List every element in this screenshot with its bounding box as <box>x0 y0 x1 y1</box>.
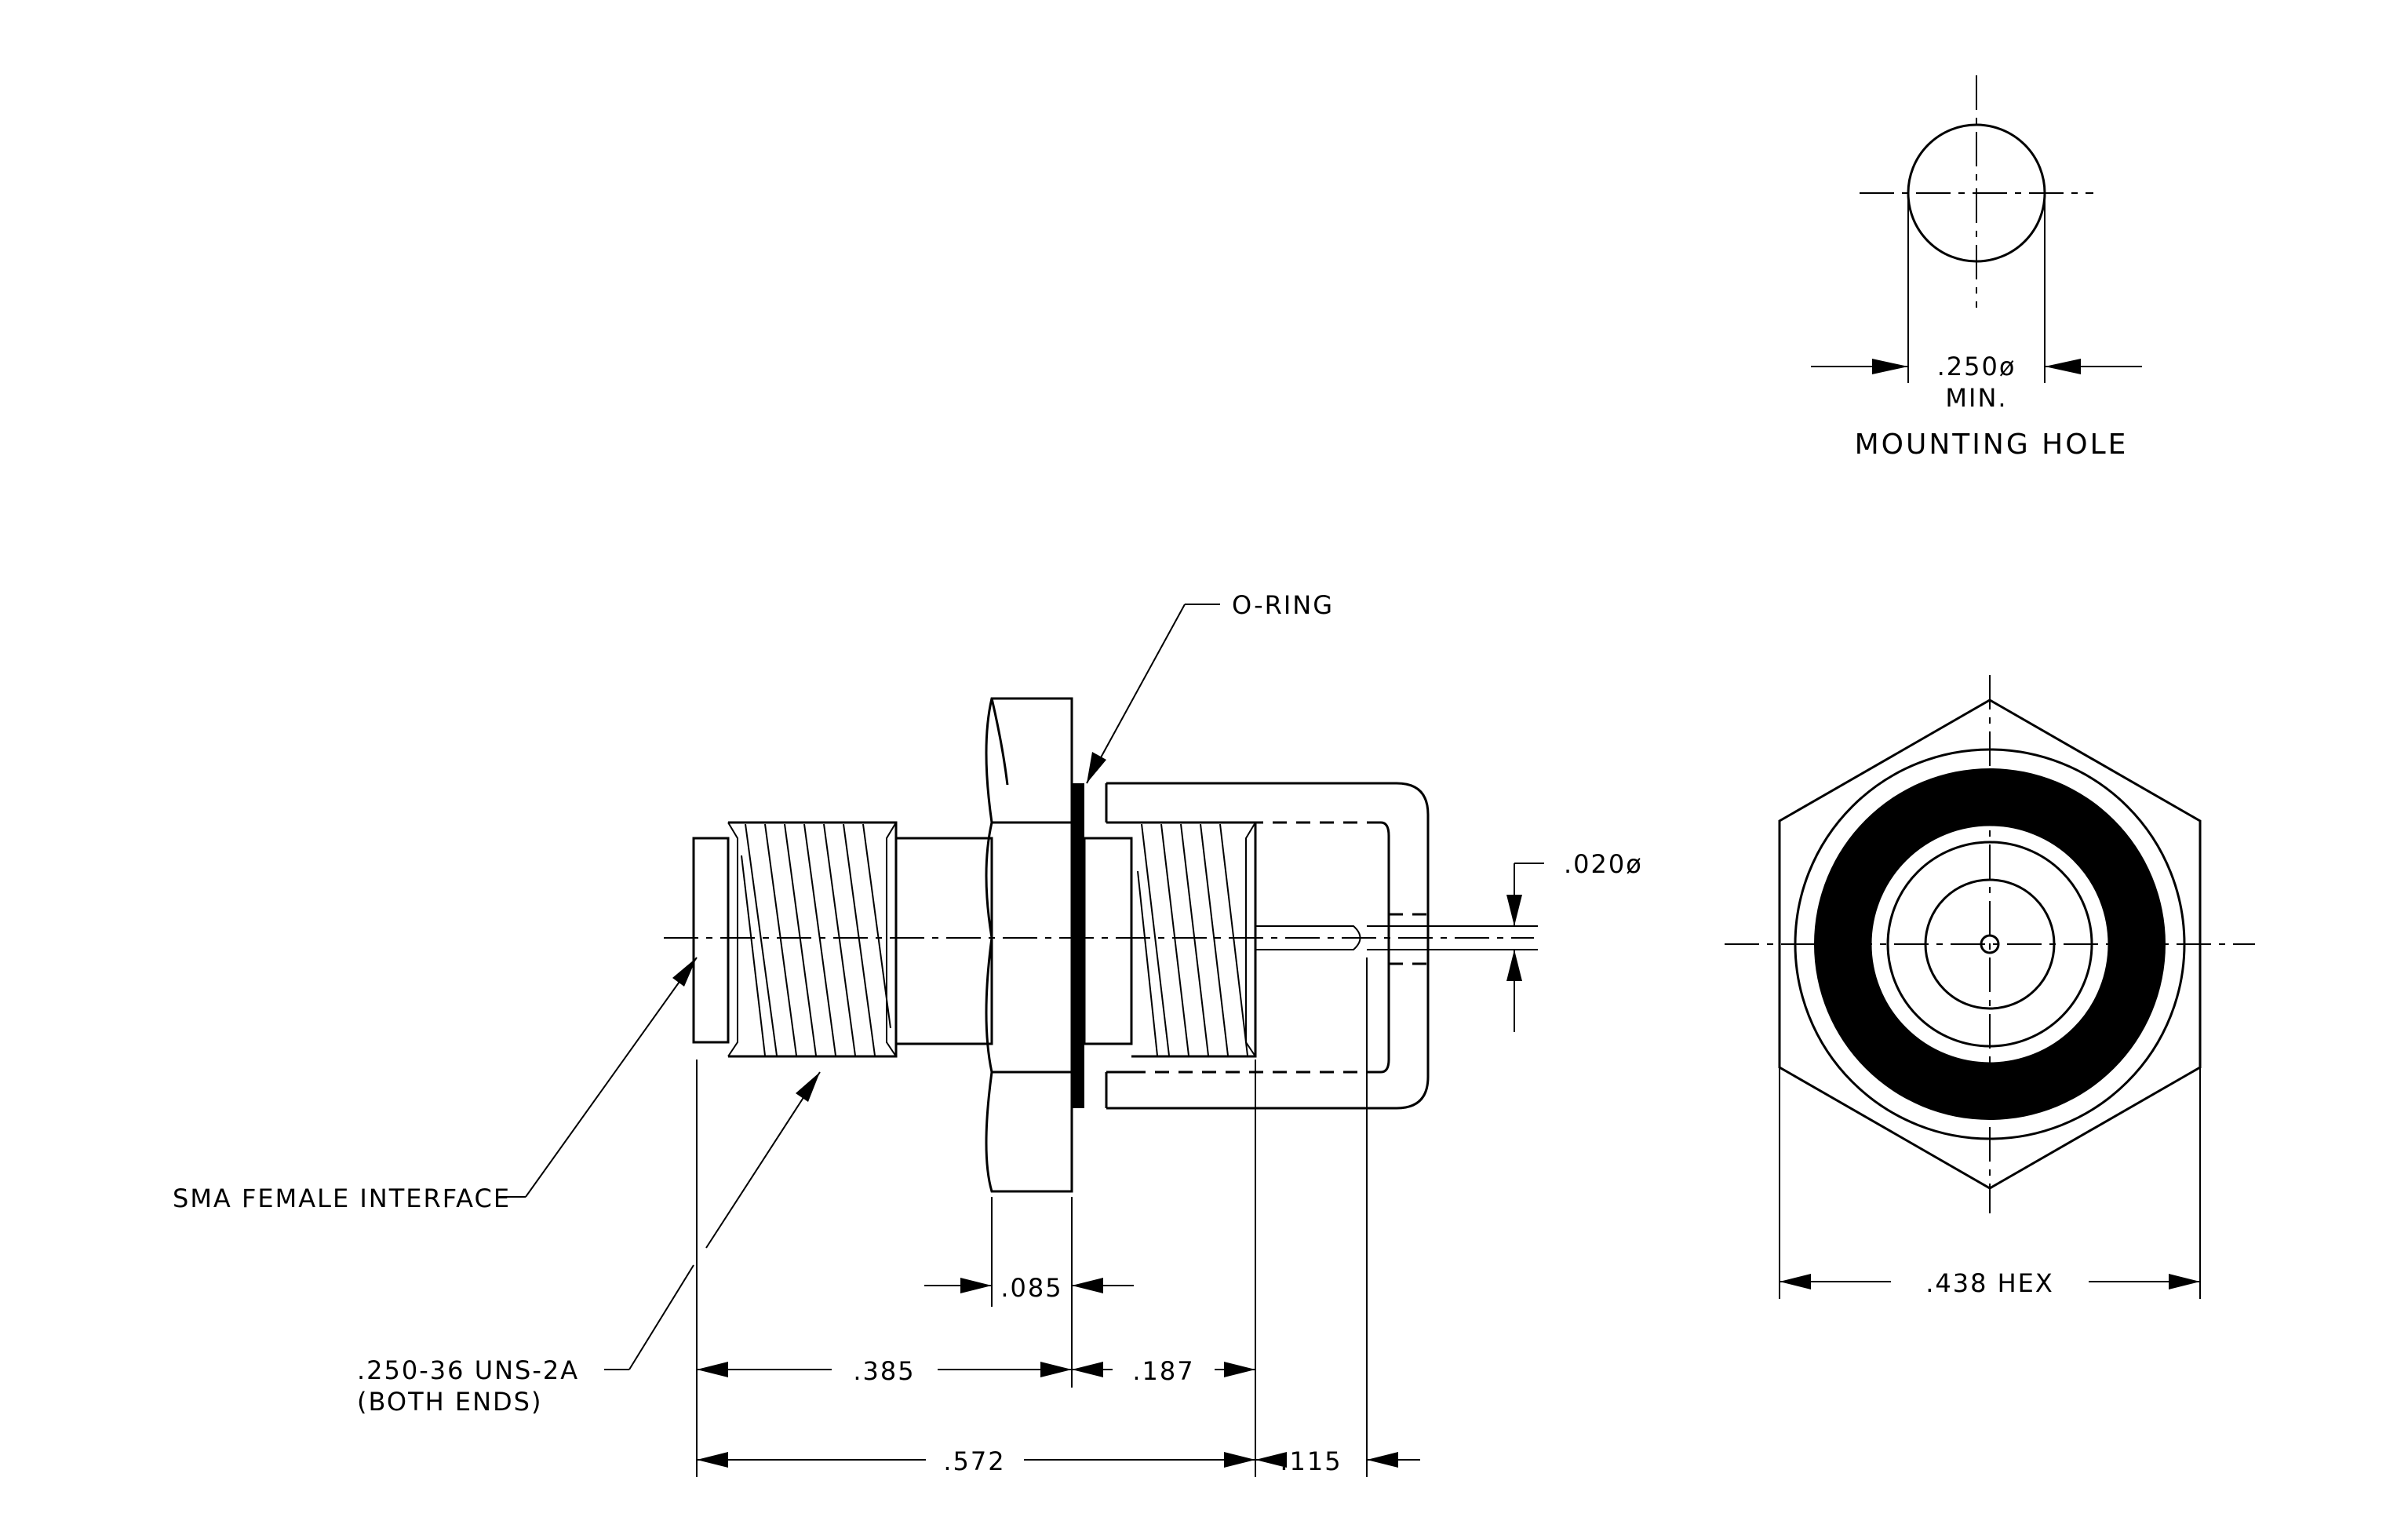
side-view: .020ø O-RING SMA FEMALE INTERFACE .250-3… <box>173 590 1643 1477</box>
dim-187: .187 <box>1132 1356 1194 1386</box>
right-thread-lines <box>1137 823 1248 1056</box>
dim-115: .115 <box>1280 1446 1342 1476</box>
sma-interface-label: SMA FEMALE INTERFACE <box>173 1184 511 1213</box>
mounting-hole-diameter: .250ø <box>1937 352 2016 381</box>
thread-spec-line1: .250-36 UNS-2A <box>357 1355 579 1385</box>
left-thread-lines <box>741 823 891 1056</box>
dim-385: .385 <box>853 1356 915 1386</box>
mounting-hole-title: MOUNTING HOLE <box>1855 429 2129 461</box>
pin-diameter-label: .020ø <box>1564 849 1643 879</box>
thread-spec-line2: (BOTH ENDS) <box>357 1387 542 1417</box>
mounting-hole-min: MIN. <box>1945 383 2007 413</box>
dim-085: .085 <box>1000 1273 1062 1303</box>
hex-dimension: .438 HEX <box>1925 1268 2054 1298</box>
dim-572: .572 <box>943 1446 1005 1476</box>
mounting-hole-view: .250ø MIN. MOUNTING HOLE <box>1811 75 2142 461</box>
o-ring-label: O-RING <box>1232 590 1334 620</box>
front-view: .438 HEX <box>1725 675 2255 1299</box>
